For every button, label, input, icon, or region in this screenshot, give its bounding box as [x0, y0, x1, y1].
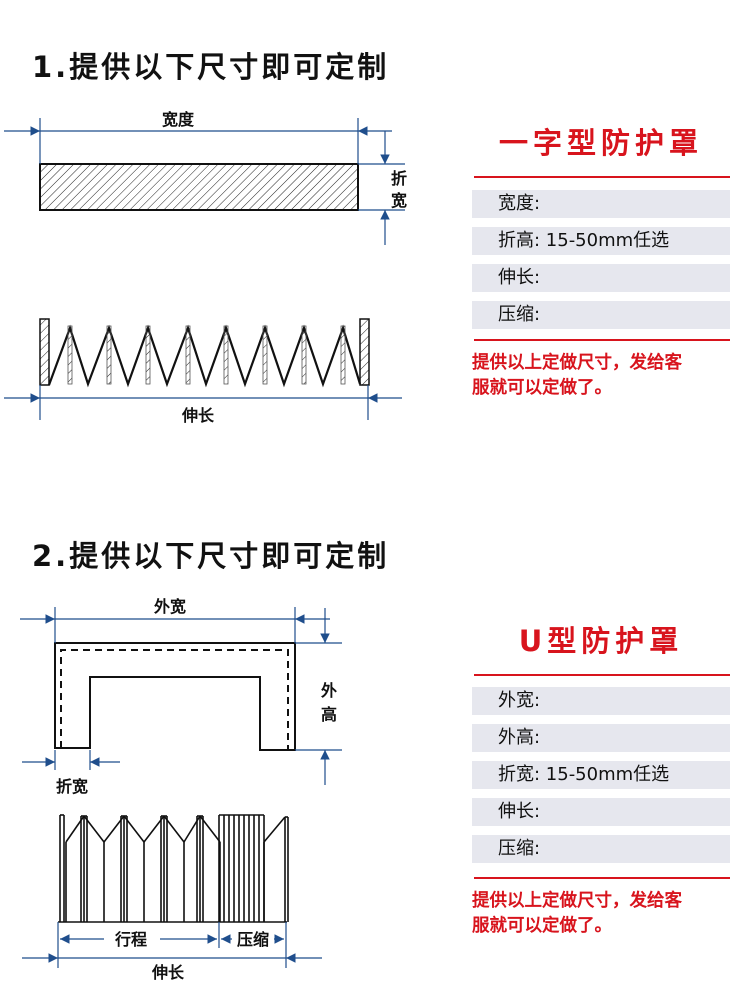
spec-row-fold-width: 折宽: 15-50mm任选 — [472, 761, 730, 789]
fold-width-label-2: 宽 — [391, 191, 407, 210]
red-divider — [474, 339, 730, 341]
spec-row-compression: 压缩: — [472, 835, 730, 863]
extension-label: 伸长 — [181, 406, 215, 425]
bellows-rib — [223, 325, 229, 385]
red-divider — [474, 877, 730, 879]
bellows-line — [263, 816, 286, 843]
bellows-rib — [340, 325, 346, 385]
bellows-ribs — [67, 325, 346, 385]
right-end-plate — [359, 318, 370, 386]
bellows-rib — [185, 325, 191, 385]
spec-row-outer-width: 外宽: — [472, 687, 730, 715]
width-label: 宽度 — [162, 110, 195, 129]
flat-bellows-diagram: 伸长 — [4, 318, 402, 425]
red-divider — [474, 176, 730, 178]
u-bellows-diagram: 行程 压缩 伸长 — [22, 814, 322, 982]
fold-width-label: 折宽 — [56, 777, 88, 796]
red-divider — [474, 674, 730, 676]
outer-width-label: 外宽 — [153, 597, 186, 616]
bellows-rib — [145, 325, 151, 385]
u-shield-diagram: 外宽 外 高 折宽 — [20, 597, 342, 796]
spec-row-compression: 压缩: — [472, 301, 730, 329]
section-2-title: 2.提供以下尺寸即可定制 — [32, 539, 390, 573]
order-note: 提供以上定做尺寸，发给客 服就可以定做了。 — [472, 889, 730, 939]
order-note-line-2: 服就可以定做了。 — [472, 916, 612, 936]
spec-row-extension: 伸长: — [472, 798, 730, 826]
panel-title: 一字型防护罩 — [498, 126, 703, 160]
u-shield-panel: U型防护罩 外宽: 外高: 折宽: 15-50mm任选 伸长: 压缩: 提供以上… — [472, 618, 730, 939]
order-note-line-2: 服就可以定做了。 — [472, 378, 612, 398]
bellows-rib — [262, 325, 268, 385]
section-1-title: 1.提供以下尺寸即可定制 — [32, 50, 390, 84]
flat-shield-body — [39, 163, 359, 211]
spec-row-extension: 伸长: — [472, 264, 730, 292]
left-end-plate — [39, 318, 50, 386]
outer-height-label-2: 高 — [321, 705, 337, 724]
panel-title: U型防护罩 — [518, 624, 684, 658]
u-shield-outline — [54, 642, 296, 751]
stroke-label: 行程 — [114, 930, 147, 949]
bellows-rib — [301, 325, 307, 385]
extension-label-2: 伸长 — [151, 963, 185, 982]
order-note-line-1: 提供以上定做尺寸，发给客 — [472, 891, 682, 911]
order-note-line-1: 提供以上定做尺寸，发给客 — [472, 353, 682, 373]
outer-height-label-1: 外 — [320, 681, 337, 700]
order-note: 提供以上定做尺寸，发给客 服就可以定做了。 — [472, 351, 730, 401]
fold-width-label-1: 折 — [391, 169, 407, 188]
u-bellows-folds — [59, 814, 289, 922]
spec-row-outer-height: 外高: — [472, 724, 730, 752]
bellows-folds — [47, 324, 362, 388]
spec-row-fold-height: 折高: 15-50mm任选 — [472, 227, 730, 255]
flat-shield-diagram: 宽度 折 宽 — [4, 110, 407, 245]
flat-shield-panel: 一字型防护罩 宽度: 折高: 15-50mm任选 伸长: 压缩: 提供以上定做尺… — [472, 120, 730, 401]
spec-row-width: 宽度: — [472, 190, 730, 218]
compression-label: 压缩 — [237, 930, 269, 949]
bellows-rib — [67, 325, 73, 385]
bellows-rib — [106, 325, 112, 385]
u-shield-dashed-line — [60, 649, 289, 750]
